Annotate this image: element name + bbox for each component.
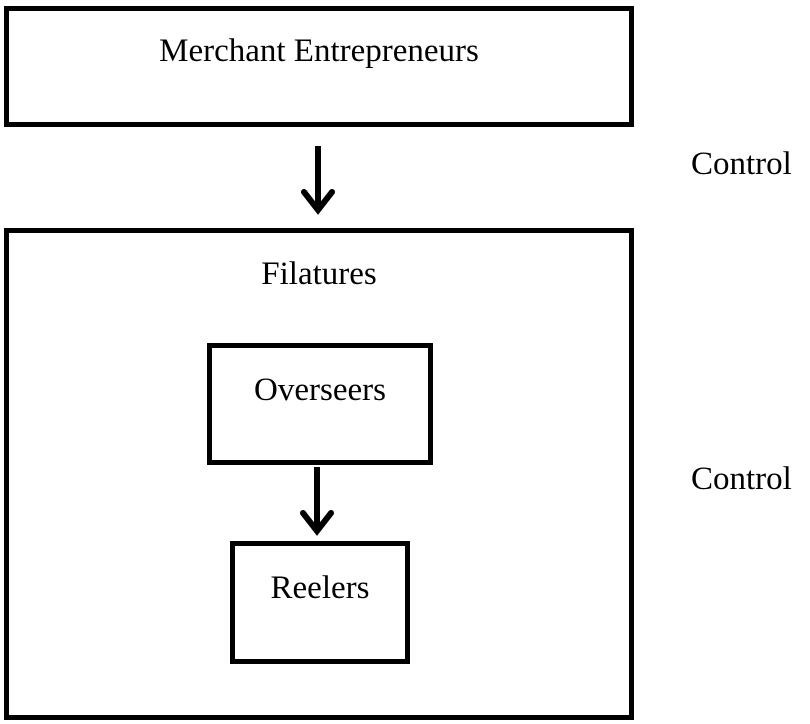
- reelers-label: Reelers: [270, 570, 370, 606]
- control-arrow-top: [301, 146, 335, 215]
- overseers-label: Overseers: [254, 372, 386, 408]
- reelers-box: Reelers: [230, 541, 410, 664]
- overseers-box: Overseers: [207, 343, 433, 465]
- control-arrow-inner: [300, 467, 334, 536]
- control-label-lower: Control: [691, 461, 792, 497]
- control-label-upper: Control: [691, 146, 792, 182]
- merchant-entrepreneurs-box: Merchant Entrepreneurs: [4, 6, 634, 127]
- merchant-entrepreneurs-label: Merchant Entrepreneurs: [159, 33, 479, 69]
- filatures-label: Filatures: [261, 256, 377, 292]
